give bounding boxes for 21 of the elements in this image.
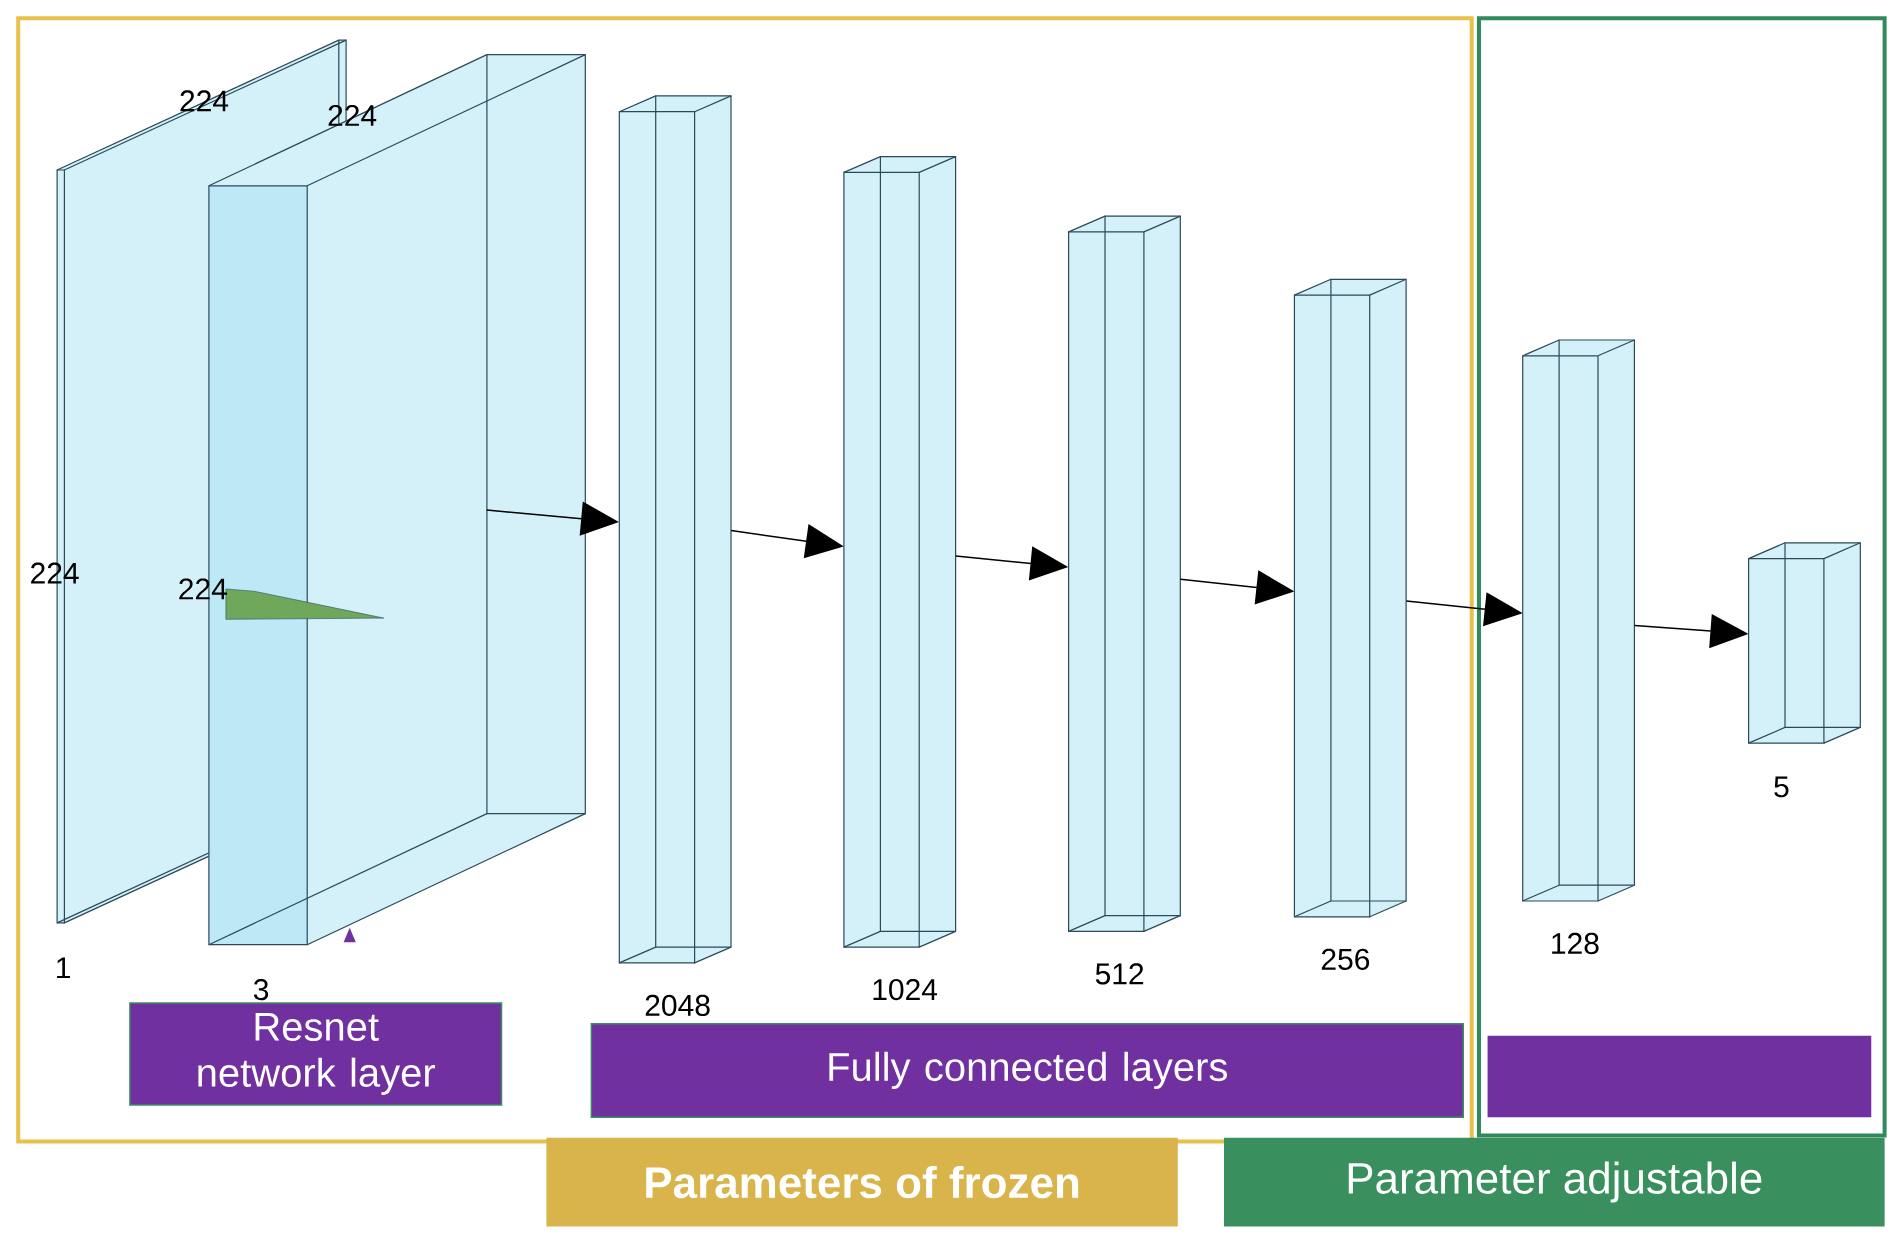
dimension-label: 3 [253,978,269,1001]
frame-box [1477,16,1887,1138]
layer-box [843,156,957,948]
layer-box [1293,278,1407,918]
layer-box [1522,339,1635,902]
dimension-label: 5 [1774,776,1789,798]
layer-box [1068,215,1181,932]
layer-band: Resnet network layer [129,1002,503,1106]
frame-label: Parameters of frozen [546,1137,1178,1227]
dimension-label: 1 [57,957,70,979]
dimension-label: 2048 [645,994,710,1017]
dimension-label: 512 [1095,963,1144,985]
layer-box [1748,542,1861,744]
dimension-label: 128 [1552,932,1599,955]
dimension-label: 224 [179,578,227,600]
layer-band: Fully connected layers [590,1022,1464,1118]
dimension-label: 256 [1321,948,1370,970]
dimension-label: 1024 [873,978,938,1001]
layer-box [618,95,732,964]
layer-band [1487,1035,1872,1118]
frame-label: Parameter adjustable [1224,1137,1885,1227]
